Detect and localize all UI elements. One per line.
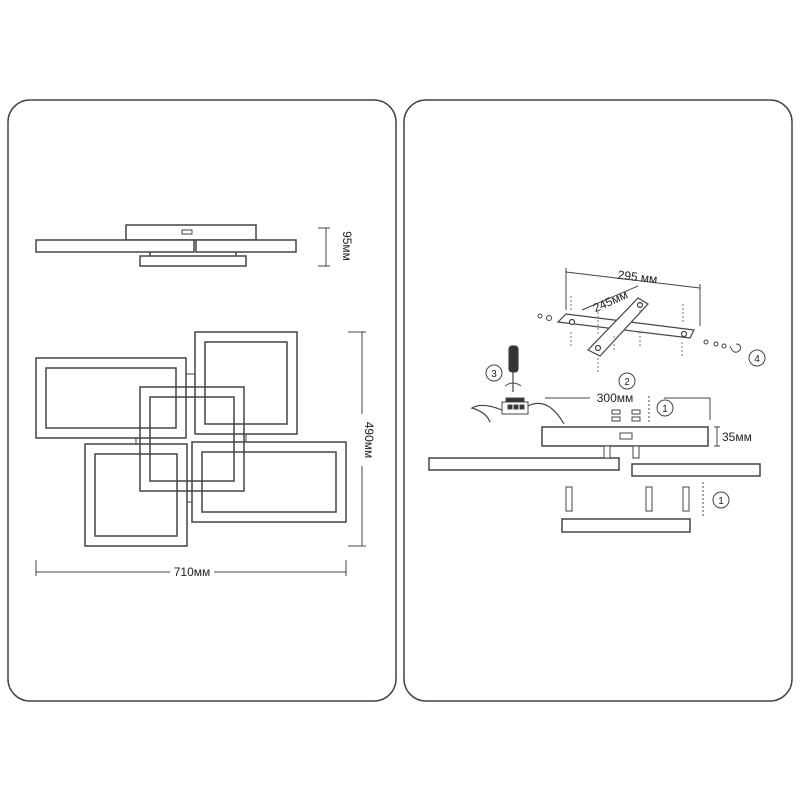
base-height-label: 35мм (722, 430, 752, 444)
bracket-outer-length: 295 мм (617, 268, 658, 287)
bracket-screws (537, 313, 727, 349)
step-marker-3: 3 (485, 364, 503, 382)
lamp-side-view (35, 224, 297, 267)
right-panel-frame (403, 99, 793, 702)
wall-anchors (570, 296, 684, 372)
side-frame-lower (139, 255, 247, 267)
height-label: 95мм (340, 231, 354, 261)
frame-top-right (194, 331, 298, 435)
bracket-arm-cross (587, 297, 649, 357)
depth-label: 490мм (362, 422, 376, 459)
base-height-dimension (714, 426, 720, 447)
step-marker-1: 1 (656, 399, 674, 417)
lamp-cable (527, 402, 565, 425)
exploded-frames (428, 457, 761, 533)
frame-center-inner (149, 396, 235, 482)
bracket-dimensions (565, 268, 701, 326)
width-label: 710мм (174, 565, 211, 579)
left-panel-frame (7, 99, 397, 702)
base-width-dimension (545, 397, 711, 420)
step-marker-2: 2 (618, 372, 636, 390)
step-marker-1-lower-label: 1 (718, 496, 724, 507)
base-connectors (611, 409, 641, 422)
base-plate-mark (619, 432, 633, 440)
bracket-inner-length: 245мм (591, 288, 630, 316)
frame-posts (565, 445, 690, 512)
frame-bar-bottom (561, 518, 691, 533)
left-panel: 95мм 710мм 490мм (7, 99, 397, 702)
side-frame-left (35, 239, 195, 253)
depth-dimension (348, 331, 366, 547)
frame-top-right-inner (204, 341, 288, 425)
step-marker-2-label: 2 (624, 377, 630, 388)
side-canopy-mark (181, 229, 193, 235)
step-marker-1-label: 1 (662, 404, 668, 415)
screwdriver-icon (508, 345, 519, 392)
base-width-label: 300мм (597, 391, 634, 405)
frame-right-inner (201, 451, 337, 513)
frame-center (139, 386, 245, 492)
frame-bar-right (631, 463, 761, 477)
step-marker-1-lower: 1 (712, 491, 730, 509)
mounting-bracket (556, 297, 695, 357)
step-marker-4-label: 4 (754, 354, 760, 365)
rotate-arrow-4 (729, 343, 741, 353)
frame-left-inner (45, 367, 177, 429)
height-dimension (318, 227, 330, 267)
frame-right (191, 441, 347, 523)
frame-bottom-left-inner (94, 453, 178, 537)
side-frame-right (195, 239, 297, 253)
right-panel: 295 мм 245мм 4 2 3 1 1 (403, 99, 793, 702)
rotate-arrow-3 (504, 382, 522, 387)
lamp-top-view (35, 331, 347, 547)
frame-bar-left (428, 457, 620, 471)
step-marker-4: 4 (748, 349, 766, 367)
power-cable (470, 404, 503, 423)
frame-bottom-left (84, 443, 188, 547)
width-dimension (35, 560, 347, 576)
step-marker-3-label: 3 (491, 369, 497, 380)
terminal-block (501, 397, 529, 415)
frame-left (35, 357, 187, 439)
